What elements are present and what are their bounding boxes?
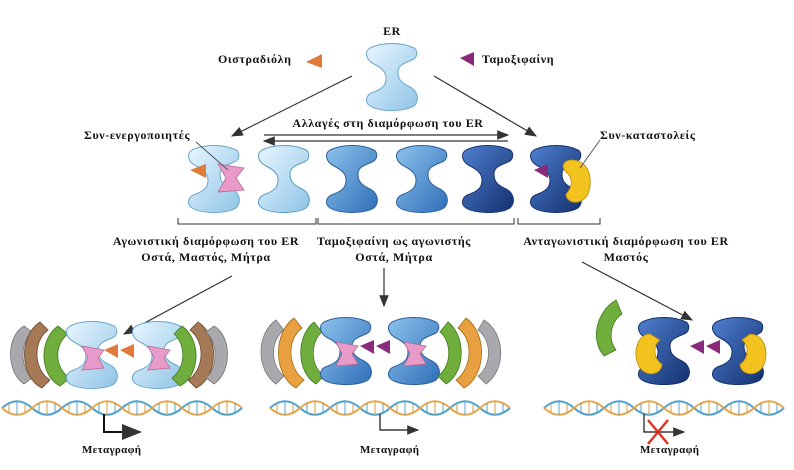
tamoxifen-agonist-title: Ταμοξιφαίνη ως αγωνιστής <box>317 234 471 248</box>
arrow-down-right <box>581 261 694 321</box>
bracket-tamoxifen <box>317 218 515 225</box>
complex-agonist <box>10 321 228 389</box>
er-receptor-top <box>366 43 418 111</box>
transcription-arrow-center <box>379 414 420 435</box>
er-label: ER <box>383 24 401 38</box>
transcription-arrow-right <box>643 414 686 437</box>
estradiol-bound <box>190 164 206 178</box>
agonist-title: Αγωνιστική διαμόρφωση του ER <box>112 234 300 248</box>
coactivators-label: Συν-ενεργοποιητές <box>84 128 191 142</box>
corepressor-yellow <box>562 159 591 203</box>
arrow-to-antagonist <box>433 75 538 137</box>
corepressors-label: Συν-καταστολείς <box>600 128 696 142</box>
er-conformation-2 <box>326 145 378 213</box>
dna-center <box>269 400 511 416</box>
dna-right <box>543 400 785 416</box>
transcription-label-center: Μεταγραφή <box>360 444 420 456</box>
coactivator-pointer <box>195 141 229 171</box>
antagonist-title: Ανταγωνιστική διαμόρφωση του ER <box>523 234 729 248</box>
estradiol-label: Οιστραδιόλη <box>218 52 292 66</box>
antagonist-tissues: Μαστός <box>603 250 649 264</box>
transcription-label-left: Μεταγραφή <box>82 444 142 456</box>
coactivator-green-detached <box>596 299 623 357</box>
tamoxifen-label: Ταμοξιφαίνη <box>482 52 555 66</box>
er-conformation-4 <box>462 145 514 213</box>
corepressor-pointer <box>579 139 601 169</box>
tamoxifen-agonist-tissues: Οστά, Μήτρα <box>355 250 433 264</box>
er-conformation-3 <box>396 145 448 213</box>
transcription-label-right: Μεταγραφή <box>640 444 700 456</box>
bracket-antagonist <box>517 218 601 225</box>
er-conformation-1 <box>258 145 310 213</box>
agonist-tissues: Οστά, Μαστός, Μήτρα <box>141 250 271 264</box>
tamoxifen-ligand <box>460 52 474 66</box>
transcription-arrow-left <box>103 414 142 440</box>
estradiol-ligand <box>306 54 322 68</box>
coactivator-pink <box>217 163 245 193</box>
arrow-to-agonist <box>230 75 353 137</box>
dna-left <box>1 400 243 416</box>
conformation-changes-label: Αλλαγές στη διαμόρφωση του ER <box>292 116 484 130</box>
complex-tamoxifen <box>260 317 502 389</box>
tamoxifen-bound <box>534 164 548 178</box>
block-cross-icon <box>647 419 669 445</box>
complex-antagonist <box>635 317 767 385</box>
bracket-agonist <box>177 218 317 225</box>
